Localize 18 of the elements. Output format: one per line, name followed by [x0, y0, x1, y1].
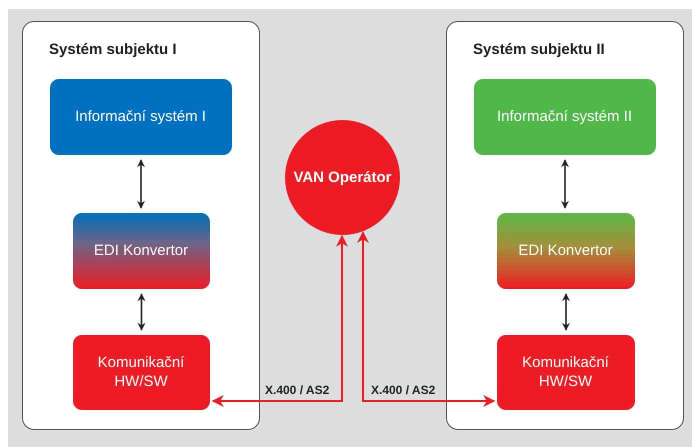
connector-arrow — [137, 159, 145, 209]
component-box: EDI Konvertor — [496, 212, 634, 288]
connector-arrow — [561, 159, 569, 209]
component-box: Informační systém II — [474, 78, 656, 154]
connector-arrow — [562, 293, 570, 331]
edge-label: X.400 / AS2 — [369, 383, 438, 397]
system-panel — [446, 21, 684, 430]
component-box: Komunikační HW/SW — [72, 334, 210, 410]
panel-title: Systém subjektu II — [473, 41, 605, 58]
connector-arrow — [357, 231, 496, 407]
system-panel — [22, 21, 260, 430]
connector-arrow — [212, 234, 348, 407]
component-box: EDI Konvertor — [72, 212, 210, 288]
connector-arrow — [138, 293, 146, 331]
panel-title: Systém subjektu I — [49, 41, 177, 58]
component-box: Informační systém I — [50, 78, 232, 154]
edge-label: X.400 / AS2 — [263, 383, 332, 397]
component-box: Komunikační HW/SW — [496, 334, 634, 410]
